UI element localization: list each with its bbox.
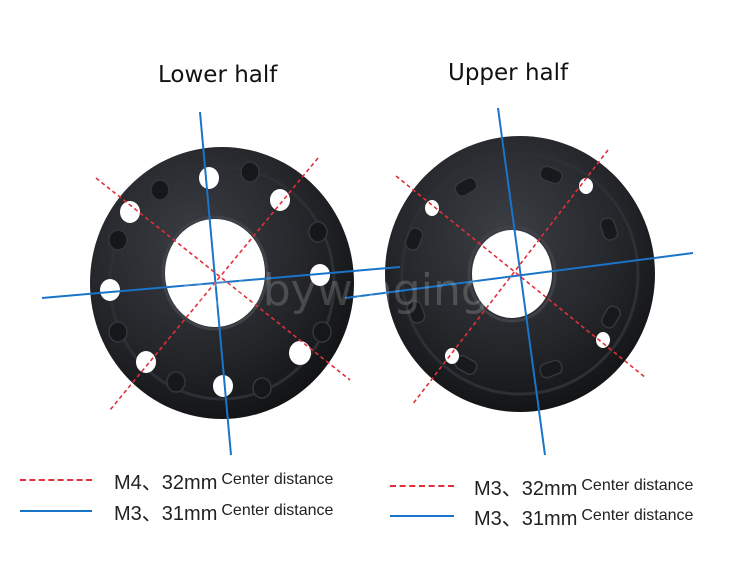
legend-text: Center distance [221, 471, 334, 488]
legend-text: Center distance [221, 502, 334, 519]
solid-blue-line-swatch [20, 510, 92, 512]
legend-size: M3、31mm [474, 507, 578, 530]
solid-blue-line-swatch [390, 515, 454, 517]
legend-size: M3、32mm [474, 477, 578, 500]
legend-text: Center distance [581, 507, 694, 524]
lower-half-lines [41, 111, 401, 456]
legend-left-row-2: M3、31mm Center distance [20, 498, 334, 525]
legend-size: M3、31mm [114, 502, 218, 525]
legend-right-row-1: M3、32mm Center distance [390, 473, 694, 500]
legend-text: Center distance [581, 477, 694, 494]
watermark: hobbywinging [180, 265, 489, 316]
lower-half-title: Lower half [158, 62, 278, 88]
legend-size: M4、32mm [114, 471, 218, 494]
upper-half-lines [344, 107, 694, 456]
dashed-red-line-swatch [20, 479, 92, 481]
legend-right-row-2: M3、31mm Center distance [390, 503, 694, 530]
upper-half-title: Upper half [448, 60, 569, 86]
legend-left-row-1: M4、32mm Center distance [20, 467, 334, 494]
dashed-red-line-swatch [390, 485, 454, 487]
